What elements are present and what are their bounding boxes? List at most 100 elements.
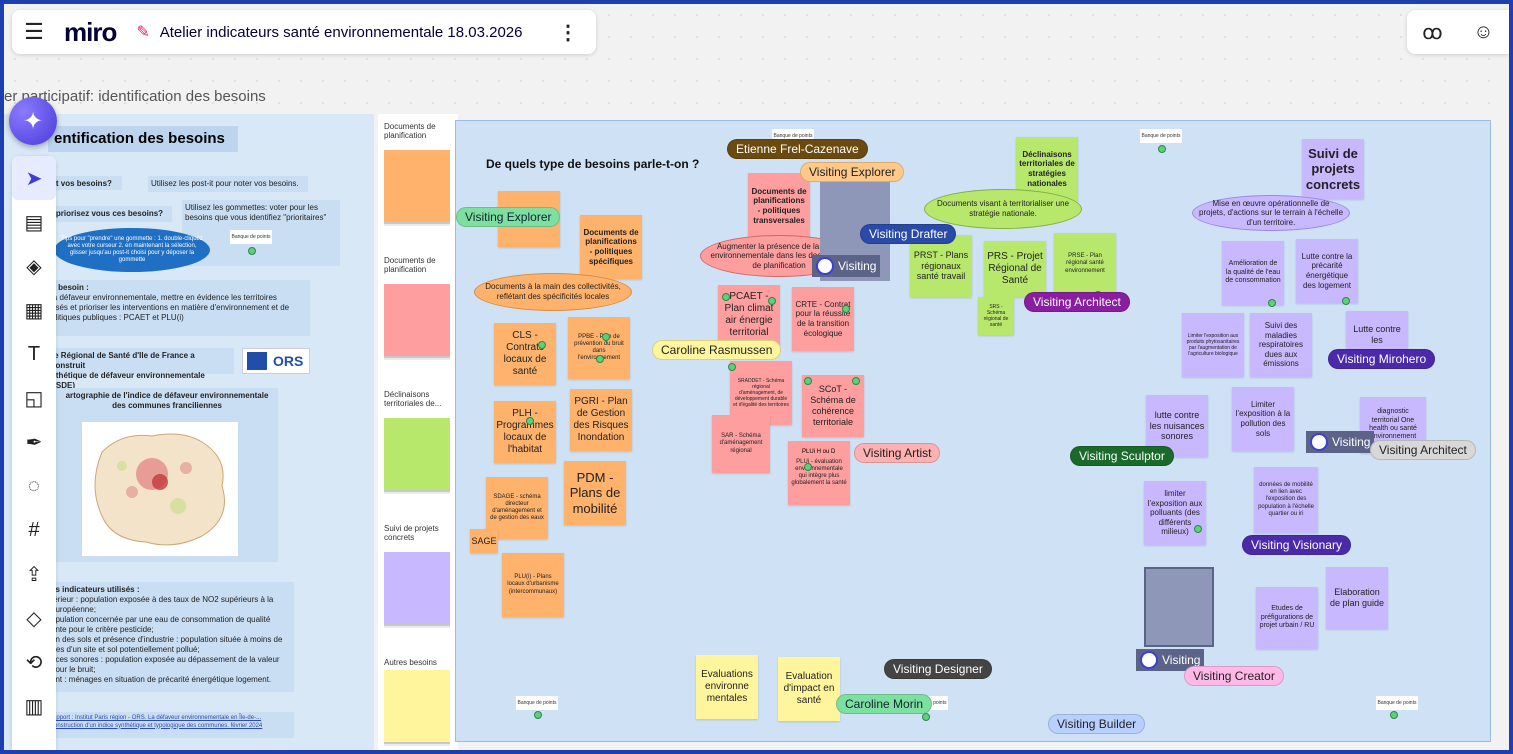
voting-dot[interactable] (534, 711, 542, 719)
miro-logo[interactable]: miro (64, 16, 117, 47)
sticky-note[interactable]: Amélioration de la qualité de l'eau de c… (1222, 241, 1284, 305)
sticky-note[interactable]: Elaboration de plan guide (1326, 567, 1388, 629)
frame-breadcrumb[interactable]: er participatif: identification des beso… (4, 88, 266, 105)
sticky-note[interactable]: SRADDET - Schéma régional d'aménagement,… (730, 361, 792, 425)
layout-icon[interactable]: ▦ (24, 299, 44, 322)
sticky-note[interactable]: Etudes de préfigurations de projet urbai… (1256, 587, 1318, 649)
sticky-note[interactable]: PGRI - Plan de Gestion des Risques Inond… (570, 389, 632, 451)
board-title[interactable]: Atelier indicateurs santé environnementa… (159, 23, 523, 41)
sticky-note[interactable]: CLS - Contrats locaux de santé (494, 323, 556, 385)
besoin-text-2: osés et prioriser les interventions en m… (51, 303, 290, 312)
sticky-note[interactable]: Lutte contre la précarité énergétique de… (1296, 239, 1358, 303)
description-ellipse[interactable]: Documents à la main des collectivités, r… (474, 273, 632, 311)
cursor-label: Visiting Architect (1370, 440, 1476, 460)
voting-dot[interactable] (728, 363, 736, 371)
sticky-note[interactable]: PPBE - Plan de prévention du bruit dans … (568, 317, 630, 379)
comment-icon[interactable]: ◌ (28, 474, 40, 497)
besoin-text-3: olitiques publiques : PCAET et PLU(i) (51, 313, 184, 322)
voting-dot[interactable] (602, 333, 610, 341)
sticky-note[interactable]: Documents de planifications - politiques… (748, 173, 810, 239)
voting-dot[interactable] (1342, 297, 1350, 305)
edit-pencil-icon[interactable]: ✎ (136, 24, 150, 41)
avatar (1140, 651, 1158, 669)
voting-dot[interactable] (596, 355, 604, 363)
needs-frame[interactable]: De quels type de besoins parle-t-on ? Ba… (455, 120, 1491, 742)
sticky-note[interactable]: PDM - Plans de mobilité (564, 461, 626, 525)
sticky-pad-green[interactable] (384, 418, 450, 490)
description-ellipse[interactable]: Mise en œuvre opérationnelle de projets,… (1192, 195, 1350, 231)
dots-bank-label: Banque de points (230, 230, 272, 244)
sticky-note[interactable]: PLH - Programmes locaux de l'habitat (494, 401, 556, 463)
voting-dot[interactable] (852, 377, 860, 385)
sticky-note[interactable]: SDAGE - schéma directeur d'aménagement e… (486, 477, 548, 539)
sticky-note[interactable]: Documents de planifications - politiques… (580, 215, 642, 279)
voting-dot[interactable] (842, 305, 850, 313)
upload-icon[interactable]: ⇪ (25, 563, 43, 586)
idf-map-image (82, 422, 238, 556)
sticky-note[interactable]: PRST - Plans régionaux santé travail (910, 235, 972, 297)
sticky-note[interactable]: PRS - Projet Régional de Santé (984, 241, 1046, 297)
table-icon[interactable]: ▥ (24, 695, 44, 718)
voting-dot[interactable] (804, 377, 812, 385)
voting-dot[interactable] (538, 341, 546, 349)
sticky-note[interactable]: PLUi - évaluation environnementale qui i… (788, 441, 850, 505)
voting-dot[interactable] (1390, 711, 1398, 719)
sticky-note[interactable]: Suivi de projets concrets (1302, 139, 1364, 199)
cursor-label: Visiting Visionary (1242, 535, 1351, 555)
emoji-icon[interactable]: ☺ (1473, 20, 1494, 43)
pen-tool-icon[interactable]: ✒ (25, 431, 43, 454)
board-canvas[interactable]: er participatif: identification des beso… (4, 4, 1509, 750)
reactions-icon[interactable]: ꝏ (1422, 21, 1443, 44)
sticky-note[interactable]: SCoT - Schéma de cohérence territoriale (802, 375, 864, 437)
sticky-note[interactable]: SAGE (470, 529, 498, 553)
sticky-note-icon[interactable]: ◱ (24, 387, 44, 410)
indicator-line-3: ente pour le critère pesticide; (51, 625, 154, 634)
source-link[interactable]: rapport : Institut Paris région - ORS. L… (48, 712, 294, 738)
sticky-note[interactable]: CRTE - Contrat pour la réussite de la tr… (792, 287, 854, 351)
templates-icon[interactable]: ▤ (24, 211, 44, 234)
sticky-note[interactable]: Limiter l'exposition à la pollution des … (1232, 387, 1294, 451)
sticky-pad-yellow[interactable] (384, 670, 450, 742)
sticky-note[interactable]: PLU(i) - Plans locaux d'urbanisme (inter… (502, 553, 564, 617)
sticky-note[interactable]: Limiter l'exposition aux produits phytos… (1182, 313, 1244, 377)
sticky-note[interactable]: Suivi des maladies respiratoires dues au… (1250, 313, 1312, 377)
more-options-icon[interactable]: ⋮ (558, 21, 578, 44)
cursor-label: Visiting Explorer (800, 162, 905, 182)
sticky-note[interactable]: SAR - Schéma d'aménagement régional (712, 415, 770, 473)
sticky-note[interactable]: PRSE - Plan régional santé environnement (1054, 233, 1116, 295)
frame-tool-icon[interactable]: # (28, 518, 40, 541)
voting-dot[interactable] (1158, 145, 1166, 153)
sticky-note[interactable]: données de mobilité en lien avec l'expos… (1254, 467, 1318, 533)
sticky-note[interactable]: SRS - Schéma régional de santé (978, 297, 1014, 335)
voting-dot[interactable] (526, 417, 534, 425)
indicator-line-1: européenne; (51, 605, 96, 614)
sticky-pad-pink[interactable] (384, 284, 450, 356)
description-ellipse[interactable]: Documents visant à territorialiser une s… (924, 189, 1082, 229)
diagram-icon[interactable]: ⟲ (25, 651, 43, 674)
sticky-note[interactable]: Evaluation d'impact en santé (778, 657, 840, 721)
sticky-pads-frame: Documents de planification Documents de … (378, 114, 458, 750)
besoin-text-1: la défaveur environnementale, mettre en … (51, 293, 277, 302)
select-tool-icon[interactable]: ➤ (12, 156, 56, 200)
dots-bank-2: Banque de points (1140, 129, 1182, 143)
sticky-pad-orange[interactable] (384, 150, 450, 222)
user-image-card[interactable] (1144, 567, 1214, 647)
voting-dot[interactable] (1268, 299, 1276, 307)
sticky-pad-purple[interactable] (384, 552, 450, 624)
voting-dot[interactable] (922, 713, 930, 721)
map-card: artographie de l'indice de défaveur envi… (56, 388, 278, 562)
voting-dot[interactable] (1194, 525, 1202, 533)
sticky-note[interactable]: limiter l'exposition aux polluants (des … (1144, 481, 1206, 545)
voting-dot[interactable] (722, 293, 730, 301)
sticky-note[interactable]: Evaluations environne mentales (696, 655, 758, 719)
voting-dot[interactable] (768, 297, 776, 305)
voting-dot[interactable] (804, 463, 812, 471)
voting-dot[interactable] (248, 247, 256, 255)
ai-assist-button[interactable]: ✦ (9, 97, 57, 145)
indicator-line-7: pour le bruit; (51, 665, 96, 674)
shapes-icon[interactable]: ◇ (26, 607, 42, 630)
menu-icon[interactable]: ☰ (24, 19, 44, 44)
cursor-label: Visiting Builder (1048, 714, 1146, 734)
sticker-icon[interactable]: ◈ (26, 255, 42, 278)
text-tool-icon[interactable]: T (27, 342, 41, 365)
